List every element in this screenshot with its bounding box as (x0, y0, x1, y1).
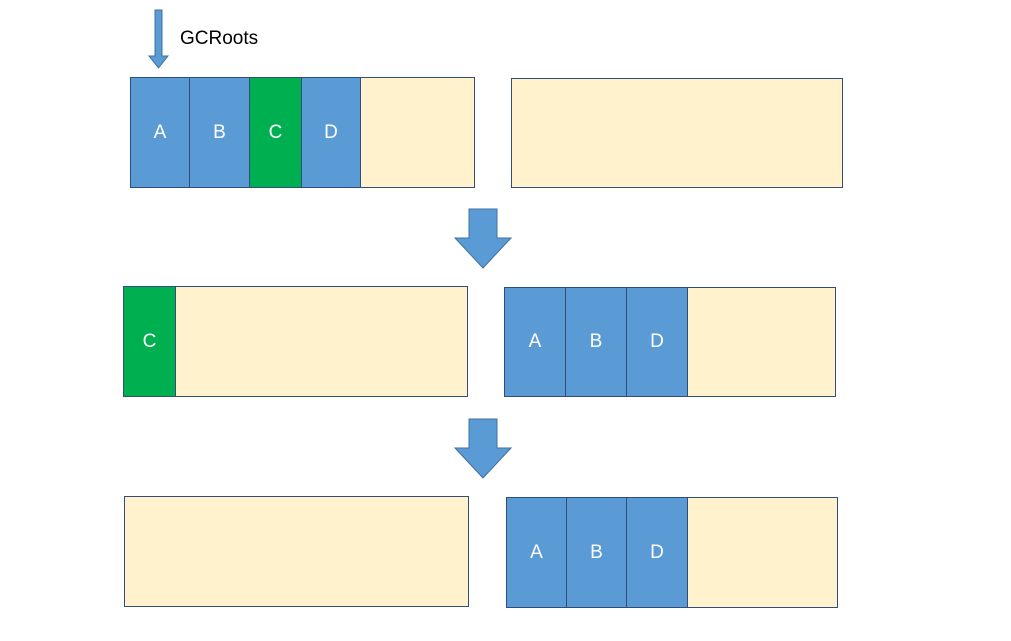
step2-object-c: C (124, 287, 176, 396)
step3-object-a: A (507, 498, 567, 607)
step1-object-c: C (250, 78, 302, 187)
step3-from-space (124, 496, 469, 607)
step1-object-d: D (302, 78, 361, 187)
gc-roots-label: GCRoots (180, 28, 259, 49)
step1-to-space (511, 78, 843, 188)
step3-to-space: A B D (506, 497, 838, 608)
gc-roots-pointer-icon (147, 9, 170, 69)
step2-object-b: B (566, 288, 627, 396)
step3-object-b: B (567, 498, 627, 607)
step2-from-space: C (123, 286, 468, 397)
step2-object-a: A (505, 288, 566, 396)
step2-object-d: D (627, 288, 688, 396)
step1-from-space: A B C D (130, 77, 475, 188)
down-arrow-icon (453, 418, 513, 479)
step2-to-space: A B D (504, 287, 836, 397)
step1-object-a: A (131, 78, 190, 187)
step3-object-d: D (627, 498, 688, 607)
down-arrow-icon (453, 208, 513, 269)
step1-object-b: B (190, 78, 250, 187)
